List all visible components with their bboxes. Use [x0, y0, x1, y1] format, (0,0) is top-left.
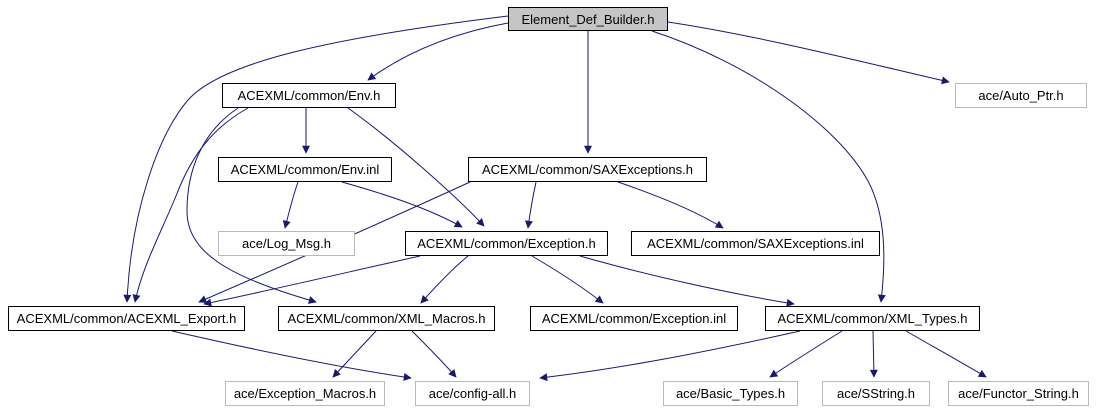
node-element-def-builder[interactable]: Element_Def_Builder.h [508, 7, 668, 31]
edge-xml-types-to-config-all [539, 330, 801, 382]
edge-xml-macros-to-exception-macros [332, 330, 377, 378]
edge-env-inl-to-exception-h [341, 181, 463, 228]
node-auto-ptr[interactable]: ace/Auto_Ptr.h [955, 83, 1087, 108]
edge-exception-h-to-xml-types [579, 255, 795, 307]
edge-xml-types-to-functor-string [905, 330, 987, 378]
edge-element-def-builder-to-auto-ptr [667, 21, 950, 85]
edge-env-h-to-exception-h [347, 107, 485, 227]
edge-acexml-export-to-config-all [171, 330, 412, 381]
edge-saxexceptions-h-to-saxexceptions-inl [617, 181, 724, 229]
edge-element-def-builder-to-env-h [367, 22, 509, 81]
edge-xml-types-to-basic-types [769, 330, 843, 378]
node-functor-string[interactable]: ace/Functor_String.h [948, 381, 1089, 406]
edge-exception-h-to-xml-macros [420, 255, 469, 304]
node-env-h[interactable]: ACEXML/common/Env.h [222, 83, 396, 108]
edge-exception-h-to-acexml-export [203, 255, 421, 307]
edge-xml-macros-to-config-all [411, 330, 457, 378]
node-exception-macros[interactable]: ace/Exception_Macros.h [225, 381, 385, 406]
node-xml-macros[interactable]: ACEXML/common/XML_Macros.h [278, 306, 495, 331]
node-basic-types[interactable]: ace/Basic_Types.h [663, 381, 798, 406]
node-env-inl[interactable]: ACEXML/common/Env.inl [218, 157, 392, 182]
edge-env-inl-to-log-msg [282, 181, 299, 229]
edge-env-h-to-acexml-export [132, 107, 249, 303]
node-exception-inl[interactable]: ACEXML/common/Exception.inl [530, 306, 738, 331]
node-acexml-export[interactable]: ACEXML/common/ACEXML_Export.h [8, 306, 245, 331]
node-saxexceptions-h[interactable]: ACEXML/common/SAXExceptions.h [468, 157, 707, 182]
node-config-all[interactable]: ace/config-all.h [415, 381, 530, 406]
node-sstring[interactable]: ace/SString.h [822, 381, 930, 406]
edge-element-def-builder-to-xml-types [651, 30, 886, 303]
node-exception-h[interactable]: ACEXML/common/Exception.h [405, 231, 608, 256]
edge-xml-types-to-sstring [869, 330, 878, 378]
edge-env-h-to-xml-macros [186, 107, 317, 304]
edge-exception-h-to-exception-inl [531, 255, 604, 304]
node-log-msg[interactable]: ace/Log_Msg.h [218, 231, 355, 256]
edge-element-def-builder-to-acexml-export [123, 15, 509, 303]
edge-saxexceptions-h-to-exception-h [524, 181, 537, 229]
node-xml-types[interactable]: ACEXML/common/XML_Types.h [765, 306, 980, 331]
node-saxexceptions-inl[interactable]: ACEXML/common/SAXExceptions.inl [631, 231, 880, 256]
